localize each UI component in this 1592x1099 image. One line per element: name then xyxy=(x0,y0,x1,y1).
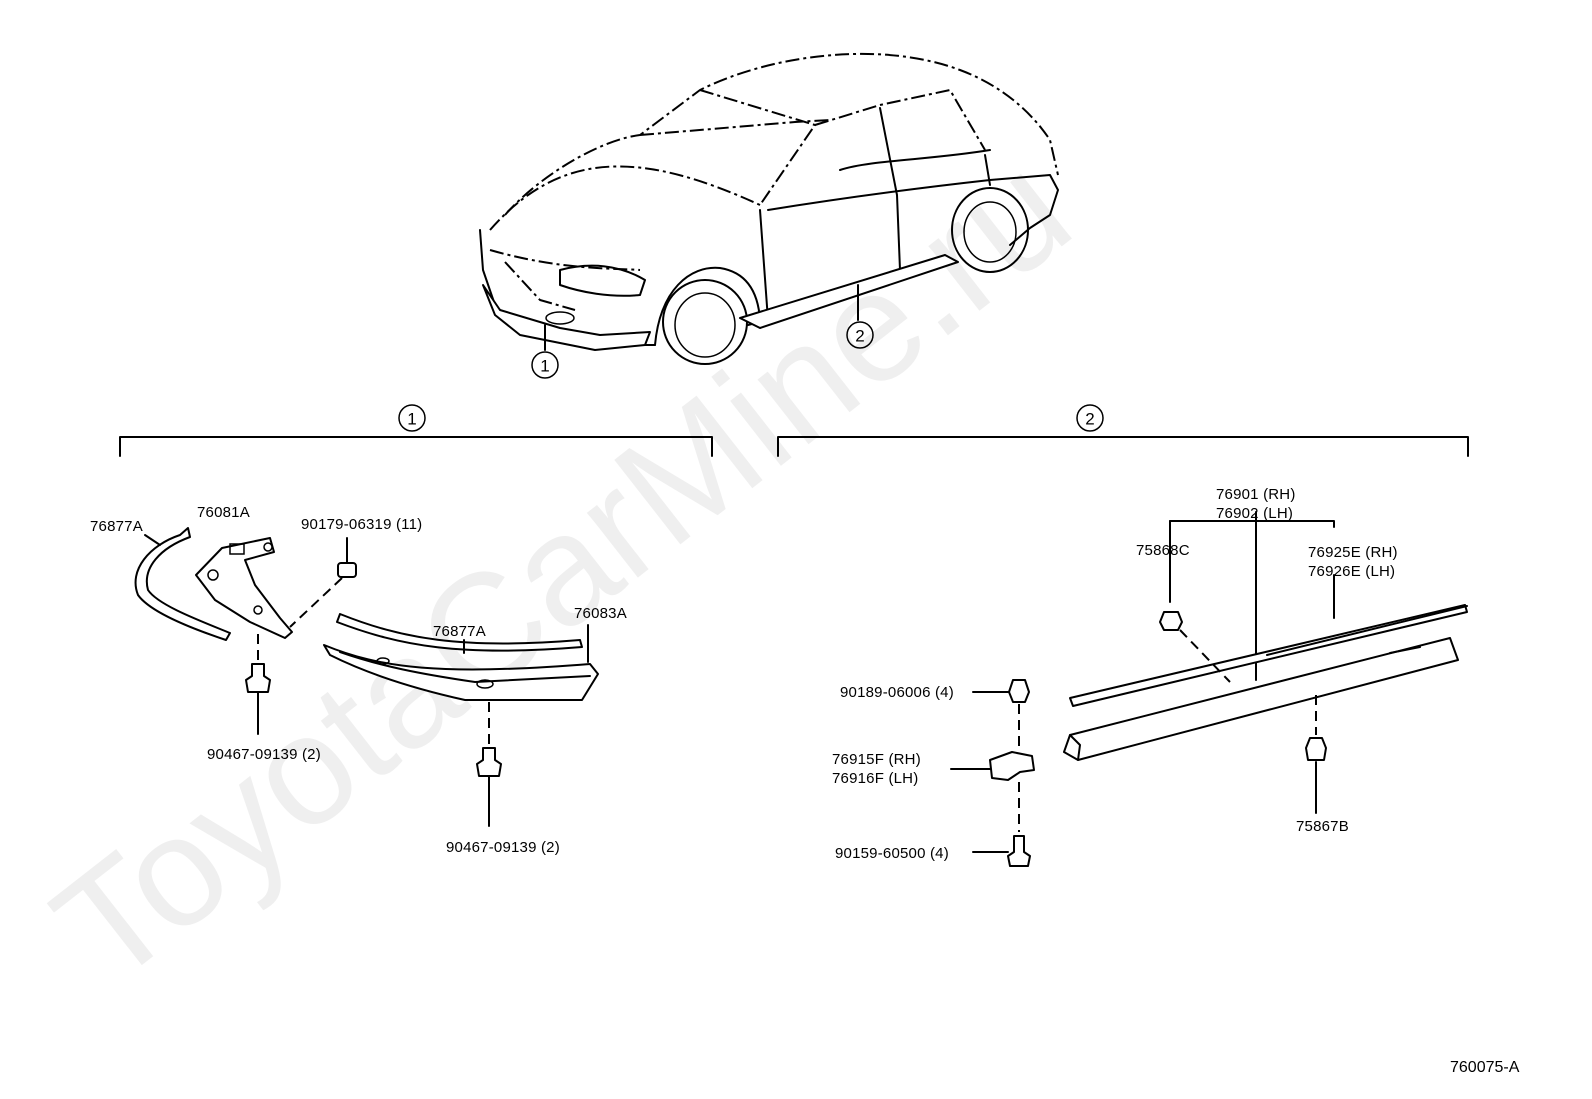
group-1-bracket: 1 xyxy=(119,404,713,457)
svg-text:2: 2 xyxy=(855,327,864,346)
bracket-76915f xyxy=(950,751,1035,832)
bracket-76081a xyxy=(195,537,293,639)
label-90179-06319: 90179-06319 (11) xyxy=(301,516,422,533)
label-76902-lh: 76902 (LH) xyxy=(1216,505,1293,522)
label-76926e-lh: 76926E (LH) xyxy=(1308,563,1395,580)
label-76916f-lh: 76916F (LH) xyxy=(832,770,918,787)
trim-strip-center xyxy=(336,613,583,652)
label-75867b: 75867B xyxy=(1296,818,1349,835)
clip-nut-90179 xyxy=(337,537,357,578)
callout-2-car: 2 xyxy=(846,321,874,349)
car-overview-illustration xyxy=(479,52,1059,365)
label-90467-09139-left: 90467-09139 (2) xyxy=(207,746,321,763)
label-75868c: 75868C xyxy=(1136,542,1190,559)
group-2-parts xyxy=(950,511,1468,867)
label-76901-rh: 76901 (RH) xyxy=(1216,486,1296,503)
svg-text:1: 1 xyxy=(540,357,549,376)
clip-75868c xyxy=(1159,611,1231,683)
clip-90189 xyxy=(972,679,1030,748)
clip-75867b xyxy=(1305,695,1327,814)
trim-strip-left xyxy=(134,527,231,641)
label-76877a-left: 76877A xyxy=(90,518,143,535)
label-90159-60500: 90159-60500 (4) xyxy=(835,845,949,862)
svg-text:1: 1 xyxy=(407,410,416,429)
label-76915f-rh: 76915F (RH) xyxy=(832,751,921,768)
label-76925e-rh: 76925E (RH) xyxy=(1308,544,1398,561)
diagram-code: 760075-A xyxy=(1450,1059,1520,1076)
group-1-parts xyxy=(134,527,599,827)
screw-90159 xyxy=(972,835,1031,867)
label-76081a: 76081A xyxy=(197,504,250,521)
label-90189-06006: 90189-06006 (4) xyxy=(840,684,954,701)
clip-90467-center xyxy=(476,702,502,827)
label-90467-09139-center: 90467-09139 (2) xyxy=(446,839,560,856)
clip-90467-left xyxy=(245,634,271,735)
rocker-panel-76901 xyxy=(1063,637,1459,761)
label-76083a: 76083A xyxy=(574,605,627,622)
group-2-bracket: 2 xyxy=(777,404,1469,457)
callout-1-car: 1 xyxy=(531,351,559,379)
svg-text:2: 2 xyxy=(1085,410,1094,429)
front-spoiler-76083a xyxy=(323,644,599,701)
label-76877a-center: 76877A xyxy=(433,623,486,640)
